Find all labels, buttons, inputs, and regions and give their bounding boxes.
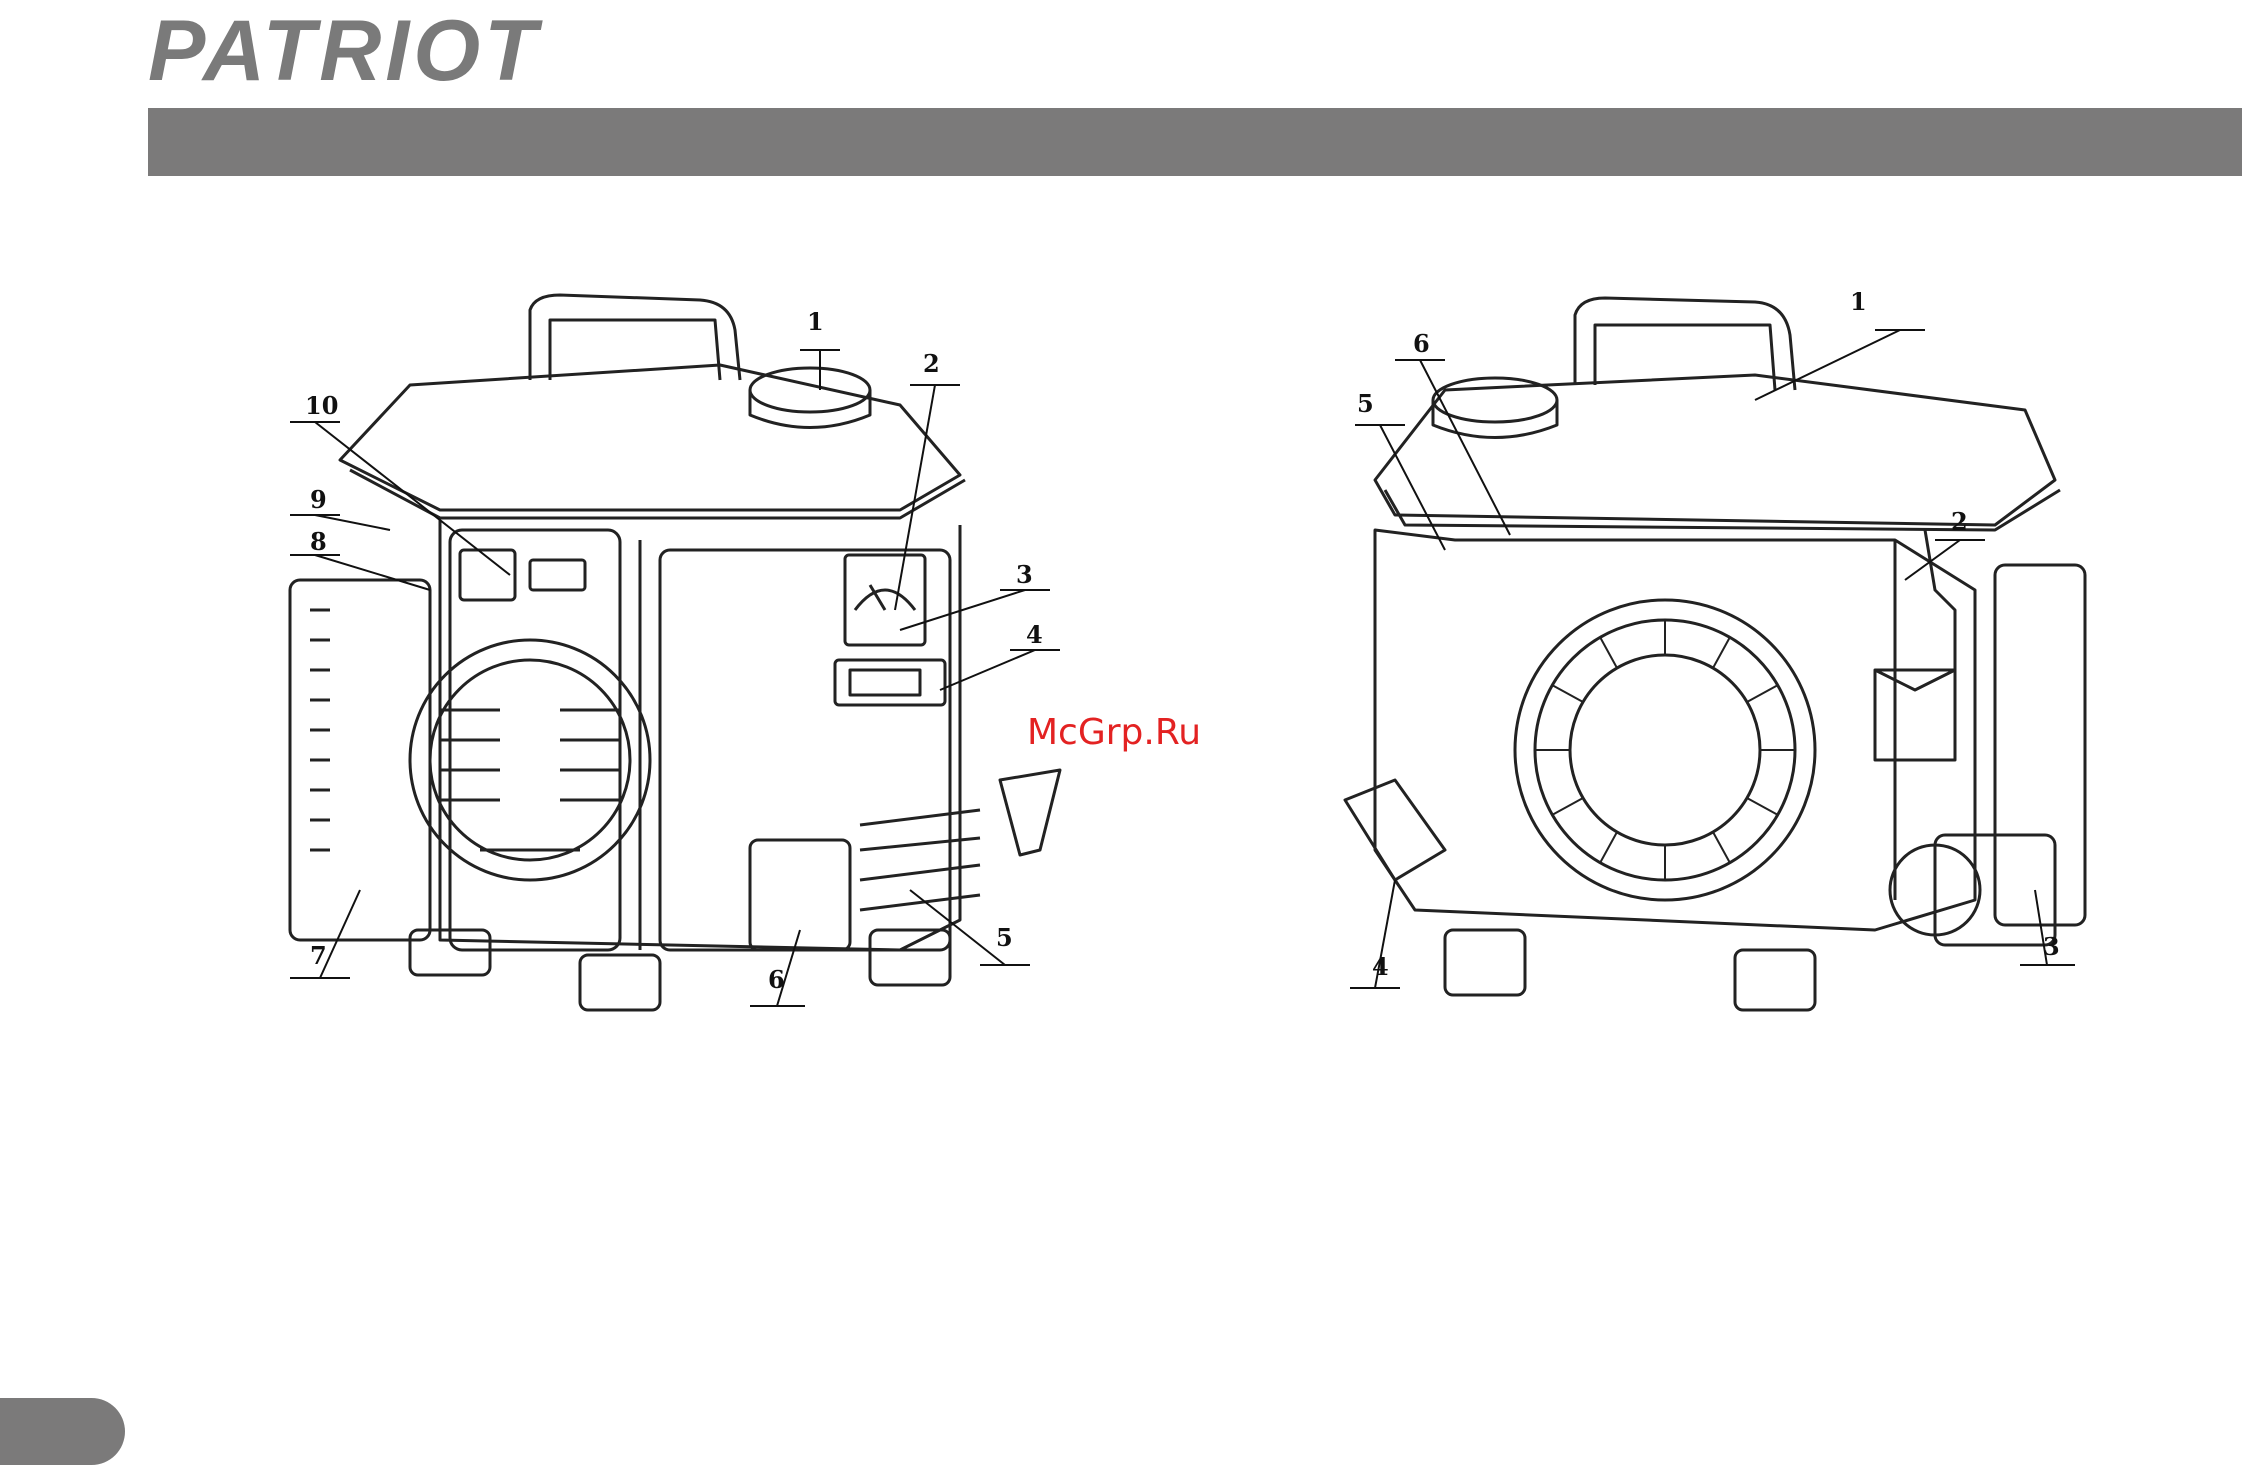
callout-4: 4 bbox=[1372, 955, 1389, 979]
callout-1: 1 bbox=[1850, 290, 1867, 314]
callout-6: 6 bbox=[768, 968, 785, 992]
callout-1: 1 bbox=[807, 310, 824, 334]
callout-5: 5 bbox=[1357, 392, 1374, 416]
generator-front-illustration: 1 2 3 4 5 6 7 8 9 10 bbox=[260, 290, 1060, 1040]
callout-7: 7 bbox=[310, 944, 327, 968]
callout-5: 5 bbox=[996, 926, 1013, 950]
generator-rear-illustration: 1 2 3 4 5 6 bbox=[1335, 290, 2135, 1040]
callout-10: 10 bbox=[305, 394, 338, 418]
header-bar bbox=[148, 108, 2242, 176]
callout-9: 9 bbox=[310, 488, 327, 512]
brand-logo: PATRIOT bbox=[148, 8, 541, 94]
callout-4: 4 bbox=[1026, 623, 1043, 647]
callout-2: 2 bbox=[923, 352, 940, 376]
generator-front-drawing bbox=[260, 290, 1060, 1040]
callout-8: 8 bbox=[310, 530, 327, 554]
watermark: McGrp.Ru bbox=[1027, 712, 1201, 753]
callout-6: 6 bbox=[1413, 332, 1430, 356]
page-number-tab bbox=[0, 1398, 125, 1465]
generator-rear-drawing bbox=[1335, 290, 2135, 1040]
callout-3: 3 bbox=[1016, 563, 1033, 587]
callout-2: 2 bbox=[1951, 510, 1968, 534]
callout-3: 3 bbox=[2043, 935, 2060, 959]
